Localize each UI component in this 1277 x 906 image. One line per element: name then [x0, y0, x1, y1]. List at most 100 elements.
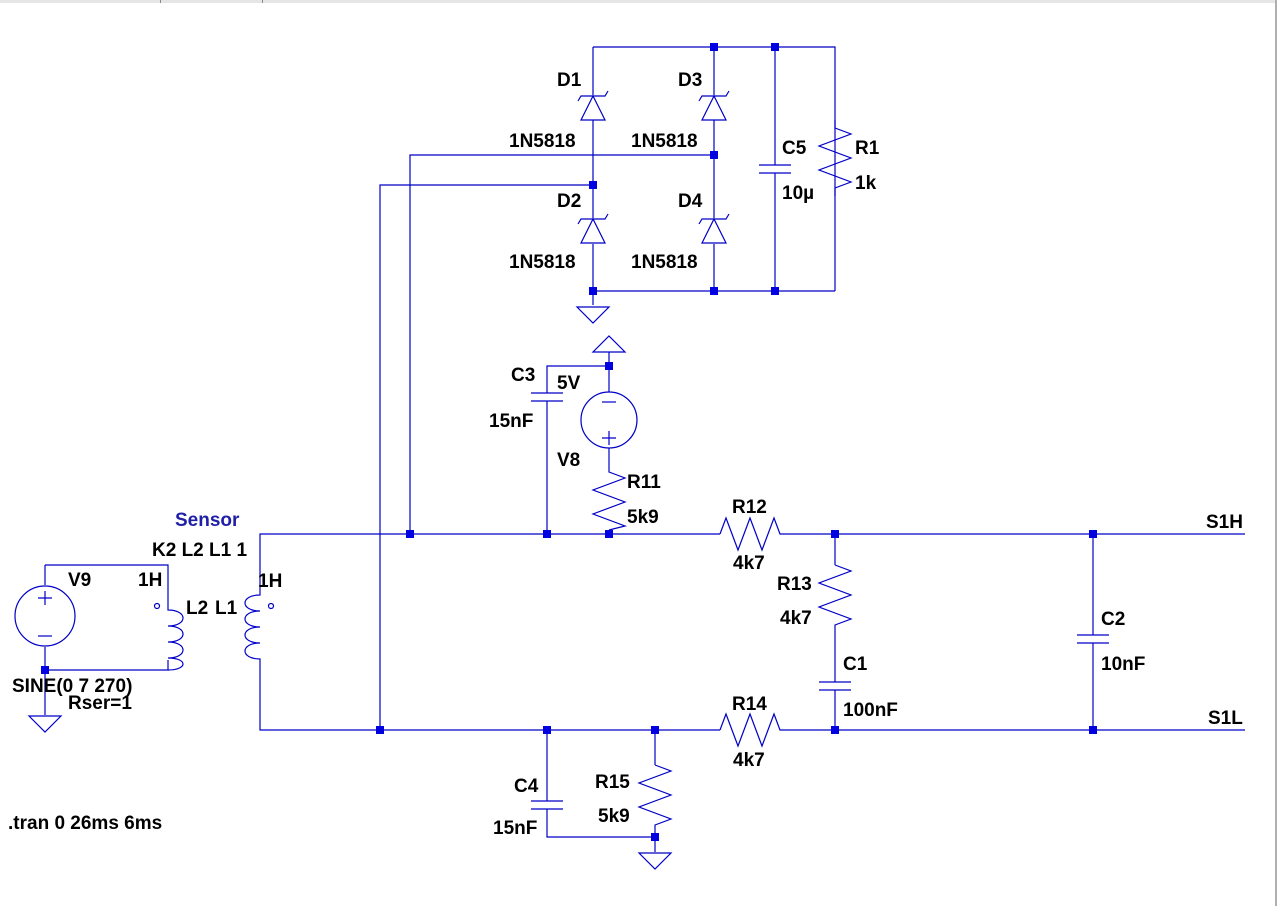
resistor-icon — [719, 712, 785, 748]
label-l1-value: 1H — [258, 571, 282, 592]
wire-c3-high[interactable] — [546, 352, 610, 393]
junction-node — [651, 726, 659, 734]
label-c4: C4 — [514, 776, 539, 797]
label-r1: R1 — [855, 138, 880, 159]
resistor-r13[interactable] — [817, 564, 853, 630]
ground-r15[interactable] — [637, 852, 673, 870]
junction-node — [710, 151, 718, 159]
wire-c4-bottom[interactable] — [546, 809, 655, 838]
wire-ac-input-1[interactable] — [409, 154, 714, 534]
resistor-r1[interactable] — [817, 120, 853, 196]
label-r1-value: 1k — [855, 173, 877, 194]
voltage-source-v9[interactable] — [14, 585, 76, 647]
label-r15-value: 5k9 — [598, 806, 630, 827]
ground-icon — [575, 306, 611, 324]
component-labels: D1 1N5818 D2 1N5818 D3 1N5818 D4 1N5818 … — [8, 70, 1243, 839]
diode-icon — [698, 90, 730, 121]
label-c4-value: 15nF — [493, 818, 537, 839]
junction-node — [710, 287, 718, 295]
label-r12: R12 — [732, 497, 767, 518]
label-d3-model: 1N5818 — [631, 131, 698, 152]
ground-icon — [27, 715, 63, 733]
junction-node — [543, 726, 551, 734]
window-right-edge — [1275, 0, 1277, 906]
ground-v9[interactable] — [27, 715, 63, 733]
label-c2-value: 10nF — [1101, 654, 1145, 675]
wire-ac-input-2[interactable] — [379, 184, 593, 730]
label-c2: C2 — [1101, 609, 1125, 630]
diode-d2[interactable] — [577, 213, 609, 244]
label-coupling: K2 L2 L1 1 — [152, 540, 247, 561]
junction-node — [771, 43, 779, 51]
net-label-s1h: S1H — [1206, 512, 1243, 533]
capacitor-icon — [1077, 634, 1109, 644]
label-r12-value: 4k7 — [733, 553, 765, 574]
resistor-r11[interactable] — [591, 465, 628, 531]
diode-d3[interactable] — [698, 90, 730, 121]
label-v8-value: 5V — [557, 373, 581, 394]
capacitor-c2[interactable] — [1077, 634, 1109, 644]
resistor-icon — [591, 465, 628, 531]
junction-node — [543, 530, 551, 538]
resistor-r14[interactable] — [719, 712, 785, 748]
label-v9-rser: Rser=1 — [68, 693, 132, 714]
diode-d4[interactable] — [698, 213, 730, 244]
voltage-source-v8[interactable] — [580, 391, 638, 449]
label-l1: L1 — [215, 598, 238, 619]
diode-d1[interactable] — [577, 90, 609, 121]
label-l2: L2 — [186, 598, 208, 619]
voltage-source-icon — [580, 391, 638, 449]
wires — [44, 46, 1245, 852]
label-c5-value: 10µ — [782, 183, 814, 204]
label-r13-value: 4k7 — [780, 608, 812, 629]
inductor-l2[interactable] — [153, 595, 184, 671]
junction-nodes — [41, 43, 1097, 841]
capacitor-c1[interactable] — [819, 681, 851, 691]
spice-directive-tran[interactable]: .tran 0 26ms 6ms — [8, 813, 162, 834]
label-r15: R15 — [595, 772, 630, 793]
net-label-s1l: S1L — [1208, 708, 1243, 729]
label-c1-value: 100nF — [843, 700, 898, 721]
diode-icon — [577, 90, 609, 121]
capacitor-c5[interactable] — [759, 164, 791, 174]
wire-v9-l2-bottom[interactable] — [45, 660, 169, 671]
inductor-l1[interactable] — [244, 580, 275, 670]
wire-v9-l2-top[interactable] — [45, 564, 169, 595]
junction-node — [831, 726, 839, 734]
junction-node — [376, 726, 384, 734]
capacitor-c4[interactable] — [531, 800, 563, 810]
wire-bottom-line[interactable] — [259, 670, 720, 731]
label-r13: R13 — [777, 574, 812, 595]
label-c3: C3 — [511, 365, 535, 386]
voltage-source-icon — [14, 585, 76, 647]
resistor-icon — [637, 764, 673, 830]
label-d2-model: 1N5818 — [509, 252, 576, 273]
label-r14-value: 4k7 — [733, 750, 765, 771]
resistor-r12[interactable] — [719, 516, 785, 552]
label-v9: V9 — [68, 570, 91, 591]
resistor-icon — [817, 120, 853, 196]
wire-top-line[interactable] — [259, 533, 720, 580]
capacitor-c3[interactable] — [531, 392, 563, 402]
label-r14: R14 — [732, 694, 767, 715]
label-d3: D3 — [678, 70, 702, 91]
junction-node — [651, 833, 659, 841]
label-c1: C1 — [843, 654, 868, 675]
resistor-r15[interactable] — [637, 764, 673, 830]
wire-top-bus[interactable] — [593, 46, 836, 291]
junction-node — [41, 666, 49, 674]
label-d4-model: 1N5818 — [631, 252, 698, 273]
inductor-icon — [244, 580, 275, 670]
junction-node — [831, 530, 839, 538]
capacitor-icon — [819, 681, 851, 691]
ground-v8[interactable] — [591, 335, 627, 353]
resistor-icon — [817, 564, 853, 630]
ground-bridge[interactable] — [575, 306, 611, 324]
label-sensor: Sensor — [175, 510, 240, 531]
label-v8: V8 — [557, 450, 580, 471]
capacitor-icon — [531, 800, 563, 810]
diode-icon — [577, 213, 609, 244]
inductor-icon — [153, 595, 184, 671]
